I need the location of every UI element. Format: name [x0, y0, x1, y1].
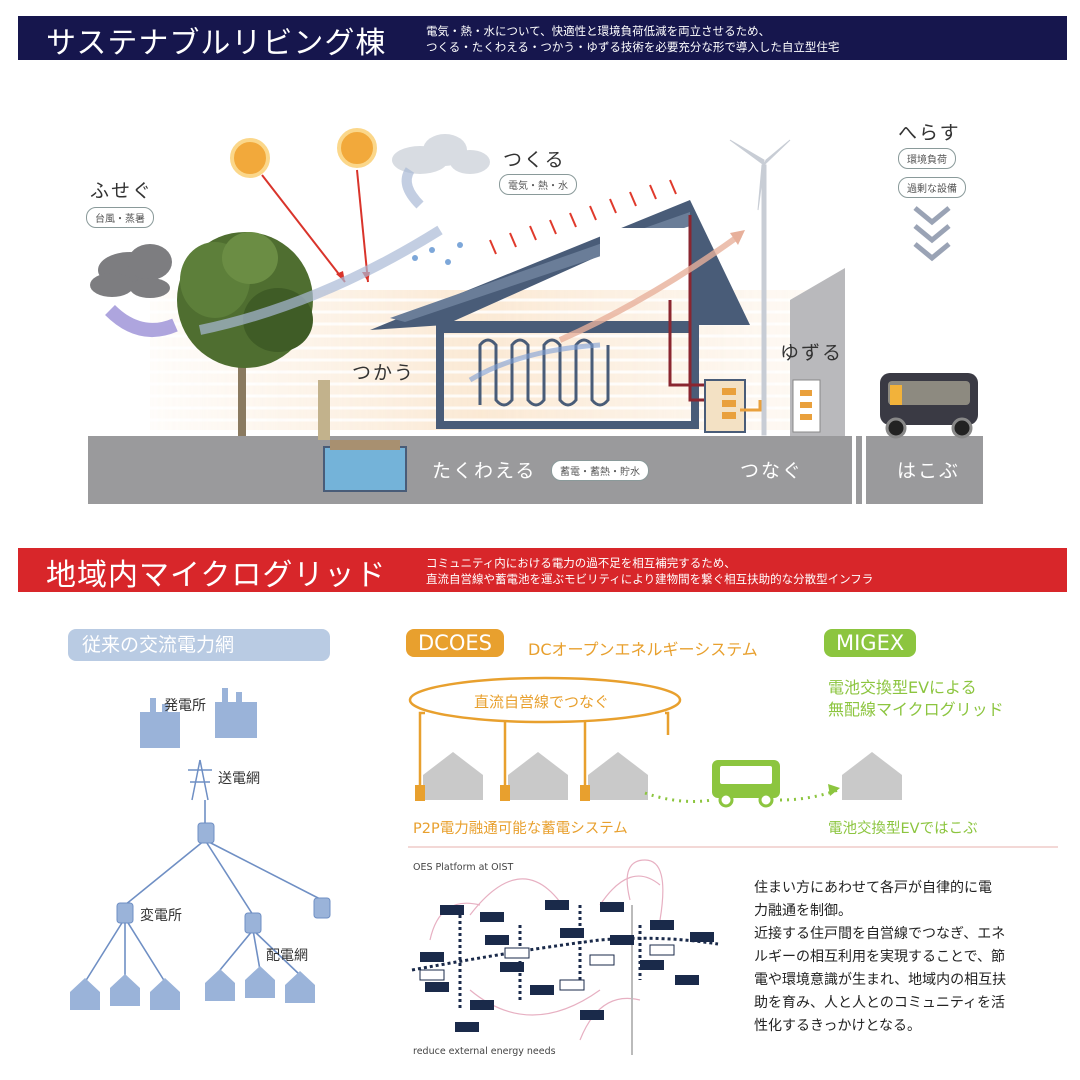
- migex-tag: MIGEX: [824, 629, 917, 657]
- dcoes-tag: DCOES: [406, 629, 504, 657]
- oes-footer: reduce external energy needs: [413, 1046, 556, 1057]
- house-structure: [370, 200, 750, 429]
- migex-line2: 無配線マイクログリッド: [828, 700, 1004, 719]
- label-fusegu: ふせぐ: [90, 180, 154, 202]
- ev-icon: [712, 760, 780, 808]
- label-fusegu-sub: 台風・蒸暑: [86, 207, 154, 228]
- dcoes-loop-label: 直流自営線でつなぐ: [474, 693, 610, 711]
- label-tsukuru-sub: 電気・熱・水: [499, 174, 577, 195]
- storm-cloud-icon: [90, 244, 172, 298]
- section-header-sustainable-living: サステナブルリビング棟 電気・熱・水について、快適性と環境負荷低減を両立させるた…: [18, 16, 1067, 61]
- transmission-tower-icon: [188, 759, 212, 801]
- label-transmission: 送電網: [218, 771, 260, 787]
- house-icon: [70, 966, 315, 1010]
- heat-coil: [478, 338, 610, 407]
- neighbor-building: [790, 268, 845, 436]
- description-paragraph: 住まい方にあわせて各戸が自律的に電 力融通を制御。 近接する住戸間を自営線でつな…: [754, 880, 1007, 1034]
- label-herasu-sub2: 過剰な設備: [898, 177, 966, 198]
- migex-line1: 電池交換型EVによる: [828, 678, 977, 697]
- dcoes-name: DCオープンエネルギーシステム: [528, 640, 758, 659]
- sun-icon: [230, 138, 270, 178]
- label-tsukau: つかう: [352, 362, 416, 384]
- solar-arrows: [489, 179, 677, 255]
- label-takuwaeru-sub: 蓄電・蓄熱・貯水: [551, 460, 649, 481]
- label-power-plant: 発電所: [164, 698, 206, 714]
- label-substation: 変電所: [140, 908, 182, 924]
- label-distribution: 配電網: [266, 948, 308, 964]
- label-yuzuru: ゆずる: [780, 342, 844, 364]
- migex-ev-label: 電池交換型EVではこぶ: [828, 821, 978, 837]
- tree: [177, 232, 313, 436]
- ground: [88, 436, 983, 504]
- ac-grid-heading: 従来の交流電力網: [68, 629, 330, 661]
- oes-title: OES Platform at OIST: [413, 862, 514, 873]
- ev-truck-icon: [880, 373, 978, 439]
- wind-turbine-icon: [729, 139, 791, 436]
- reduce-chevrons-icon: [913, 206, 951, 262]
- label-hakobu: はこぶ: [897, 460, 961, 482]
- house-icon: [423, 752, 902, 800]
- label-herasu-sub1: 環境負荷: [898, 148, 956, 169]
- section-description: コミュニティ内における電力の過不足を相互補完するため、 直流自営線や蓄電池を運ぶ…: [426, 556, 874, 586]
- section-header-microgrid: 地域内マイクログリッド コミュニティ内における電力の過不足を相互補完するため、 …: [18, 548, 1067, 593]
- battery-icon: [415, 785, 590, 801]
- label-herasu: へらす: [898, 122, 961, 144]
- water-tank: [323, 446, 407, 492]
- label-tsukuru: つくる: [503, 149, 566, 171]
- section-title: 地域内マイクログリッド: [46, 558, 387, 593]
- dcoes-storage-label: P2P電力融通可能な蓄電システム: [413, 821, 628, 837]
- rain-cloud-icon: [392, 134, 490, 174]
- label-takuwaeru: たくわえる: [432, 460, 537, 482]
- label-tsunagu: つなぐ: [740, 460, 804, 482]
- house-illustration: [88, 128, 983, 504]
- battery-node-icon: [420, 900, 714, 1032]
- section-title: サステナブルリビング棟: [46, 26, 387, 61]
- sun-icon: [337, 128, 377, 168]
- section-description: 電気・熱・水について、快適性と環境負荷低減を両立させるため、 つくる・たくわえる…: [426, 24, 840, 54]
